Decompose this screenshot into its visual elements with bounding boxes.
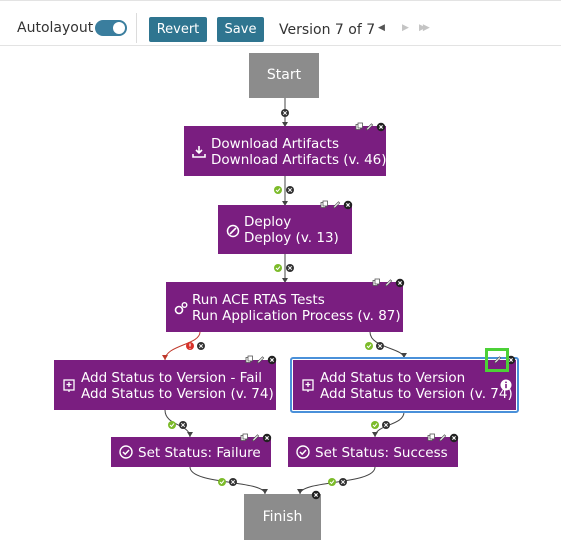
add-status-icon [302,379,314,392]
step-process: Deploy (v. 13) [244,230,339,246]
step-add-status-fail[interactable]: Add Status to Version - Fail Add Status … [54,360,276,410]
selected-step-outline [290,357,519,413]
check-circle-icon [296,445,310,459]
latest-version-icon[interactable]: ▶▶ [419,23,430,33]
step-set-status-success[interactable]: Set Status: Success [288,437,458,467]
delete-icon [267,355,277,365]
node-actions-rtas [372,278,405,288]
download-icon [192,146,206,158]
version-indicator: Version 7 of 7 [279,22,376,38]
node-actions-status-fail [245,355,277,365]
connector-arrowheads [162,122,407,494]
remove-connection-icon [197,342,205,350]
delete-icon [376,122,386,132]
edit-icon [439,434,447,442]
remove-connection-icon [339,478,347,486]
gears-icon [174,302,188,315]
info-icon[interactable] [500,379,512,391]
edit-icon [257,356,265,364]
edit-icon [366,123,374,131]
toolbar: Autolayout Revert Save Version 7 of 7 ◀ … [0,0,561,46]
delete-icon [262,433,272,443]
copy-icon [320,200,328,208]
finish-label: Finish [262,509,303,525]
success-condition-icon [328,478,336,486]
remove-connection-icon [382,421,390,429]
delete-icon [395,278,405,288]
step-deploy[interactable]: Deploy Deploy (v. 13) [218,205,352,254]
edit-icon [385,279,393,287]
step-set-status-failure[interactable]: Set Status: Failure [111,437,271,467]
success-condition-icon [371,421,379,429]
check-circle-icon [119,445,133,459]
step-name: Run ACE RTAS Tests [192,292,325,308]
edit-icon [252,434,260,442]
step-process: Run Application Process (v. 87) [192,308,401,324]
connector-setok-finish [299,466,376,495]
start-label: Start [266,67,302,83]
step-add-status-success[interactable]: Add Status to Version Add Status to Vers… [293,360,516,410]
deploy-icon [226,224,240,238]
remove-connection-icon [376,342,384,350]
node-actions-finish [311,490,321,500]
autolayout-label: Autolayout [17,20,94,36]
previous-version-icon[interactable]: ◀ [378,23,385,33]
success-condition-icon [274,264,282,272]
delete-icon [343,200,353,210]
remove-connection-icon [281,109,289,117]
copy-icon [245,355,253,363]
remove-connection-icon [286,186,294,194]
delete-icon [449,433,459,443]
autolayout-toggle[interactable] [95,20,127,36]
success-condition-icon [218,478,226,486]
save-button[interactable]: Save [217,17,264,42]
remove-connection-icon [179,421,187,429]
revert-button[interactable]: Revert [149,17,207,42]
success-condition-icon [168,421,176,429]
step-process: Download Artifacts (v. 46) [211,152,387,168]
edit-icon-highlight [485,348,509,372]
remove-connection-icon [286,264,294,272]
copy-icon [372,278,380,286]
connector-setfail-finish [189,466,266,495]
step-name: Download Artifacts [211,136,339,152]
failure-condition-icon [186,342,194,350]
start-node[interactable]: Start [249,53,319,98]
node-actions-set-success [427,433,459,443]
finish-node[interactable]: Finish [244,494,321,540]
toolbar-divider [136,13,137,43]
step-name: Add Status to Version - Fail [81,370,262,386]
step-name: Set Status: Failure [138,445,261,461]
step-name: Set Status: Success [315,445,448,461]
step-process: Add Status to Version (v. 74) [81,386,274,402]
step-download-artifacts[interactable]: Download Artifacts Download Artifacts (v… [184,126,387,176]
copy-icon [240,433,248,441]
step-name: Add Status to Version [320,370,466,386]
node-actions-download [355,122,386,132]
next-version-icon[interactable]: ▶ [402,23,409,33]
node-actions-deploy [320,200,353,210]
step-name: Deploy [244,214,292,230]
toggle-knob [113,22,125,34]
step-run-ace-rtas-tests[interactable]: Run ACE RTAS Tests Run Application Proce… [166,282,403,332]
remove-connection-icon [229,478,237,486]
success-condition-icon [274,186,282,194]
copy-icon [427,433,435,441]
connector-markers [168,109,390,486]
success-condition-icon [365,342,373,350]
node-actions-set-failure [240,433,272,443]
edit-icon [333,201,341,209]
copy-icon [355,122,363,130]
add-status-icon [63,379,75,392]
step-process: Add Status to Version (v. 74) [320,386,513,402]
delete-icon [311,490,321,500]
